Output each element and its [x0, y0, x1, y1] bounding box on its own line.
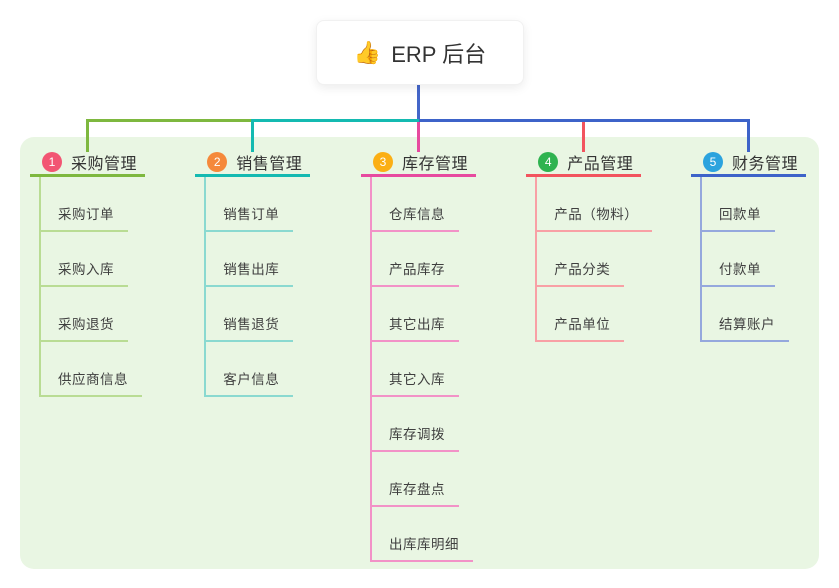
child-node[interactable]: 销售出库: [206, 232, 294, 287]
child-node[interactable]: 采购入库: [41, 232, 128, 287]
mindmap-panel: [20, 137, 819, 569]
child-node[interactable]: 结算账户: [702, 287, 789, 342]
branch-children: 仓库信息产品库存其它出库其它入库库存调拨库存盘点出库库明细: [370, 177, 473, 562]
child-node[interactable]: 销售订单: [206, 177, 294, 232]
connector-rail-blue: [418, 119, 750, 122]
child-node[interactable]: 供应商信息: [41, 342, 142, 397]
branch-number-badge: 4: [538, 152, 559, 172]
connector-drop-2: [251, 119, 255, 152]
branch-label: 财务管理: [732, 156, 799, 173]
branch-number-badge: 3: [373, 152, 393, 172]
child-node[interactable]: 销售退货: [206, 287, 294, 342]
branch-number-badge: 5: [703, 152, 723, 172]
connector-rail-green: [87, 119, 253, 122]
branch-3: 3 库存管理 仓库信息产品库存其它出库其它入库库存调拨库存盘点出库库明细: [361, 150, 531, 562]
child-node[interactable]: 其它入库: [372, 342, 459, 397]
child-node[interactable]: 客户信息: [206, 342, 294, 397]
child-node[interactable]: 出库库明细: [372, 507, 473, 562]
branch-children: 产品（物料）产品分类产品单位: [535, 177, 653, 342]
child-node[interactable]: 产品单位: [537, 287, 625, 342]
branch-children: 回款单付款单结算账户: [700, 177, 789, 342]
branch-node[interactable]: 5 财务管理: [691, 150, 806, 177]
branch-label: 采购管理: [71, 156, 138, 173]
child-node[interactable]: 产品分类: [537, 232, 625, 287]
child-node[interactable]: 回款单: [702, 177, 775, 232]
branch-number-badge: 1: [42, 152, 62, 172]
branch-label: 销售管理: [236, 156, 303, 173]
branch-node[interactable]: 3 库存管理: [361, 150, 476, 177]
root-node-label: ERP 后台: [391, 41, 487, 67]
child-node[interactable]: 产品库存: [372, 232, 459, 287]
child-node[interactable]: 采购退货: [41, 287, 128, 342]
connector-rail-teal: [252, 119, 419, 122]
branch-children: 销售订单销售出库销售退货客户信息: [204, 177, 294, 397]
child-node[interactable]: 产品（物料）: [537, 177, 653, 232]
child-node[interactable]: 仓库信息: [372, 177, 459, 232]
branch-label: 产品管理: [567, 156, 634, 173]
child-node[interactable]: 库存调拨: [372, 397, 459, 452]
child-node[interactable]: 采购订单: [41, 177, 128, 232]
branch-1: 1 采购管理 采购订单采购入库采购退货供应商信息: [30, 150, 200, 397]
connector-root-drop: [417, 83, 420, 122]
connector-drop-4: [582, 122, 586, 152]
branch-label: 库存管理: [402, 156, 469, 173]
branch-2: 2 销售管理 销售订单销售出库销售退货客户信息: [195, 150, 365, 397]
branch-5: 5 财务管理 回款单付款单结算账户: [691, 150, 839, 342]
thumbs-up-icon: 👍: [353, 39, 382, 65]
branch-node[interactable]: 4 产品管理: [526, 150, 642, 177]
child-node[interactable]: 库存盘点: [372, 452, 459, 507]
branch-node[interactable]: 2 销售管理: [195, 150, 311, 177]
child-node[interactable]: 付款单: [702, 232, 775, 287]
root-node[interactable]: 👍 ERP 后台: [316, 20, 524, 85]
child-node[interactable]: 其它出库: [372, 287, 459, 342]
connector-drop-1: [86, 119, 89, 152]
connector-drop-3: [417, 122, 420, 152]
branch-4: 4 产品管理 产品（物料）产品分类产品单位: [526, 150, 696, 342]
branch-node[interactable]: 1 采购管理: [30, 150, 145, 177]
branch-number-badge: 2: [207, 152, 228, 172]
connector-drop-5: [747, 119, 750, 152]
branch-children: 采购订单采购入库采购退货供应商信息: [39, 177, 142, 397]
